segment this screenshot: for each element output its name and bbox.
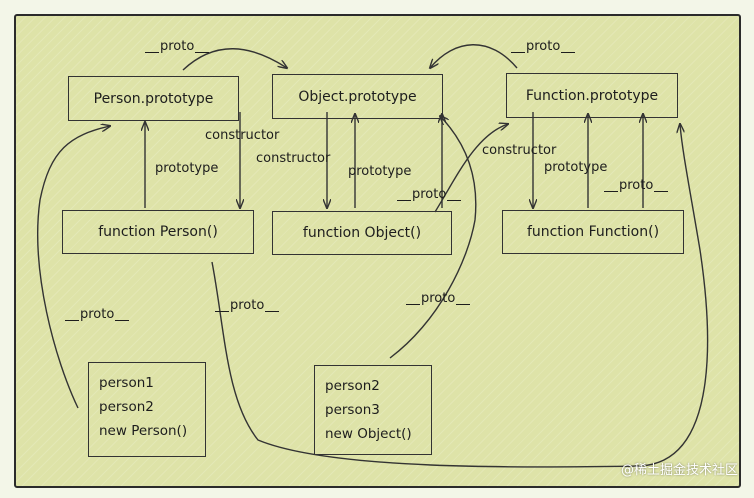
prototype-label: prototype [155,161,219,176]
instance-item: person2 [325,378,380,394]
person-prototype-box: Person.prototype [68,76,239,121]
function-person-label: function Person() [98,224,218,240]
proto-label: proto [144,39,210,54]
proto-label: proto [214,298,280,313]
function-function-box: function Function() [502,210,684,254]
object-prototype-box: Object.prototype [272,74,443,119]
proto-label: proto [64,307,130,322]
prototype-label: prototype [544,160,608,175]
function-function-label: function Function() [526,224,660,240]
constructor-label: constructor [256,151,331,166]
person-instances-box: person1 person2 new Person() [88,362,206,457]
function-prototype-label: Function.prototype [525,87,659,104]
proto-label: proto [603,178,669,193]
arrow-object-instance-proto [389,116,477,359]
function-object-box: function Object() [272,211,452,255]
instance-item: person2 [99,399,154,415]
function-person-box: function Person() [62,210,254,254]
instance-item: person3 [325,402,380,418]
proto-label: proto [396,187,462,202]
function-prototype-box: Function.prototype [506,73,678,118]
proto-label: proto [510,39,576,54]
prototype-label: prototype [348,164,412,179]
arrow-function-person-proto [211,124,709,468]
constructor-label: constructor [205,128,280,143]
function-object-label: function Object() [302,225,422,241]
instance-item: person1 [99,375,154,391]
constructor-label: constructor [482,143,557,158]
arrow-person-instance-proto [37,126,110,409]
person-prototype-label: Person.prototype [93,90,214,107]
object-prototype-label: Object.prototype [298,88,417,105]
proto-label: proto [405,291,471,306]
diagram-frame [14,14,741,488]
arrow-function-prototype-proto-to-object-prototype [430,44,518,68]
arrow-person-prototype-proto-to-object-prototype [182,48,287,71]
instance-item: new Person() [99,423,188,439]
object-instances-box: person2 person3 new Object() [314,365,432,455]
watermark: @稀土掘金技术社区 [620,463,738,478]
instance-item: new Object() [325,426,412,442]
